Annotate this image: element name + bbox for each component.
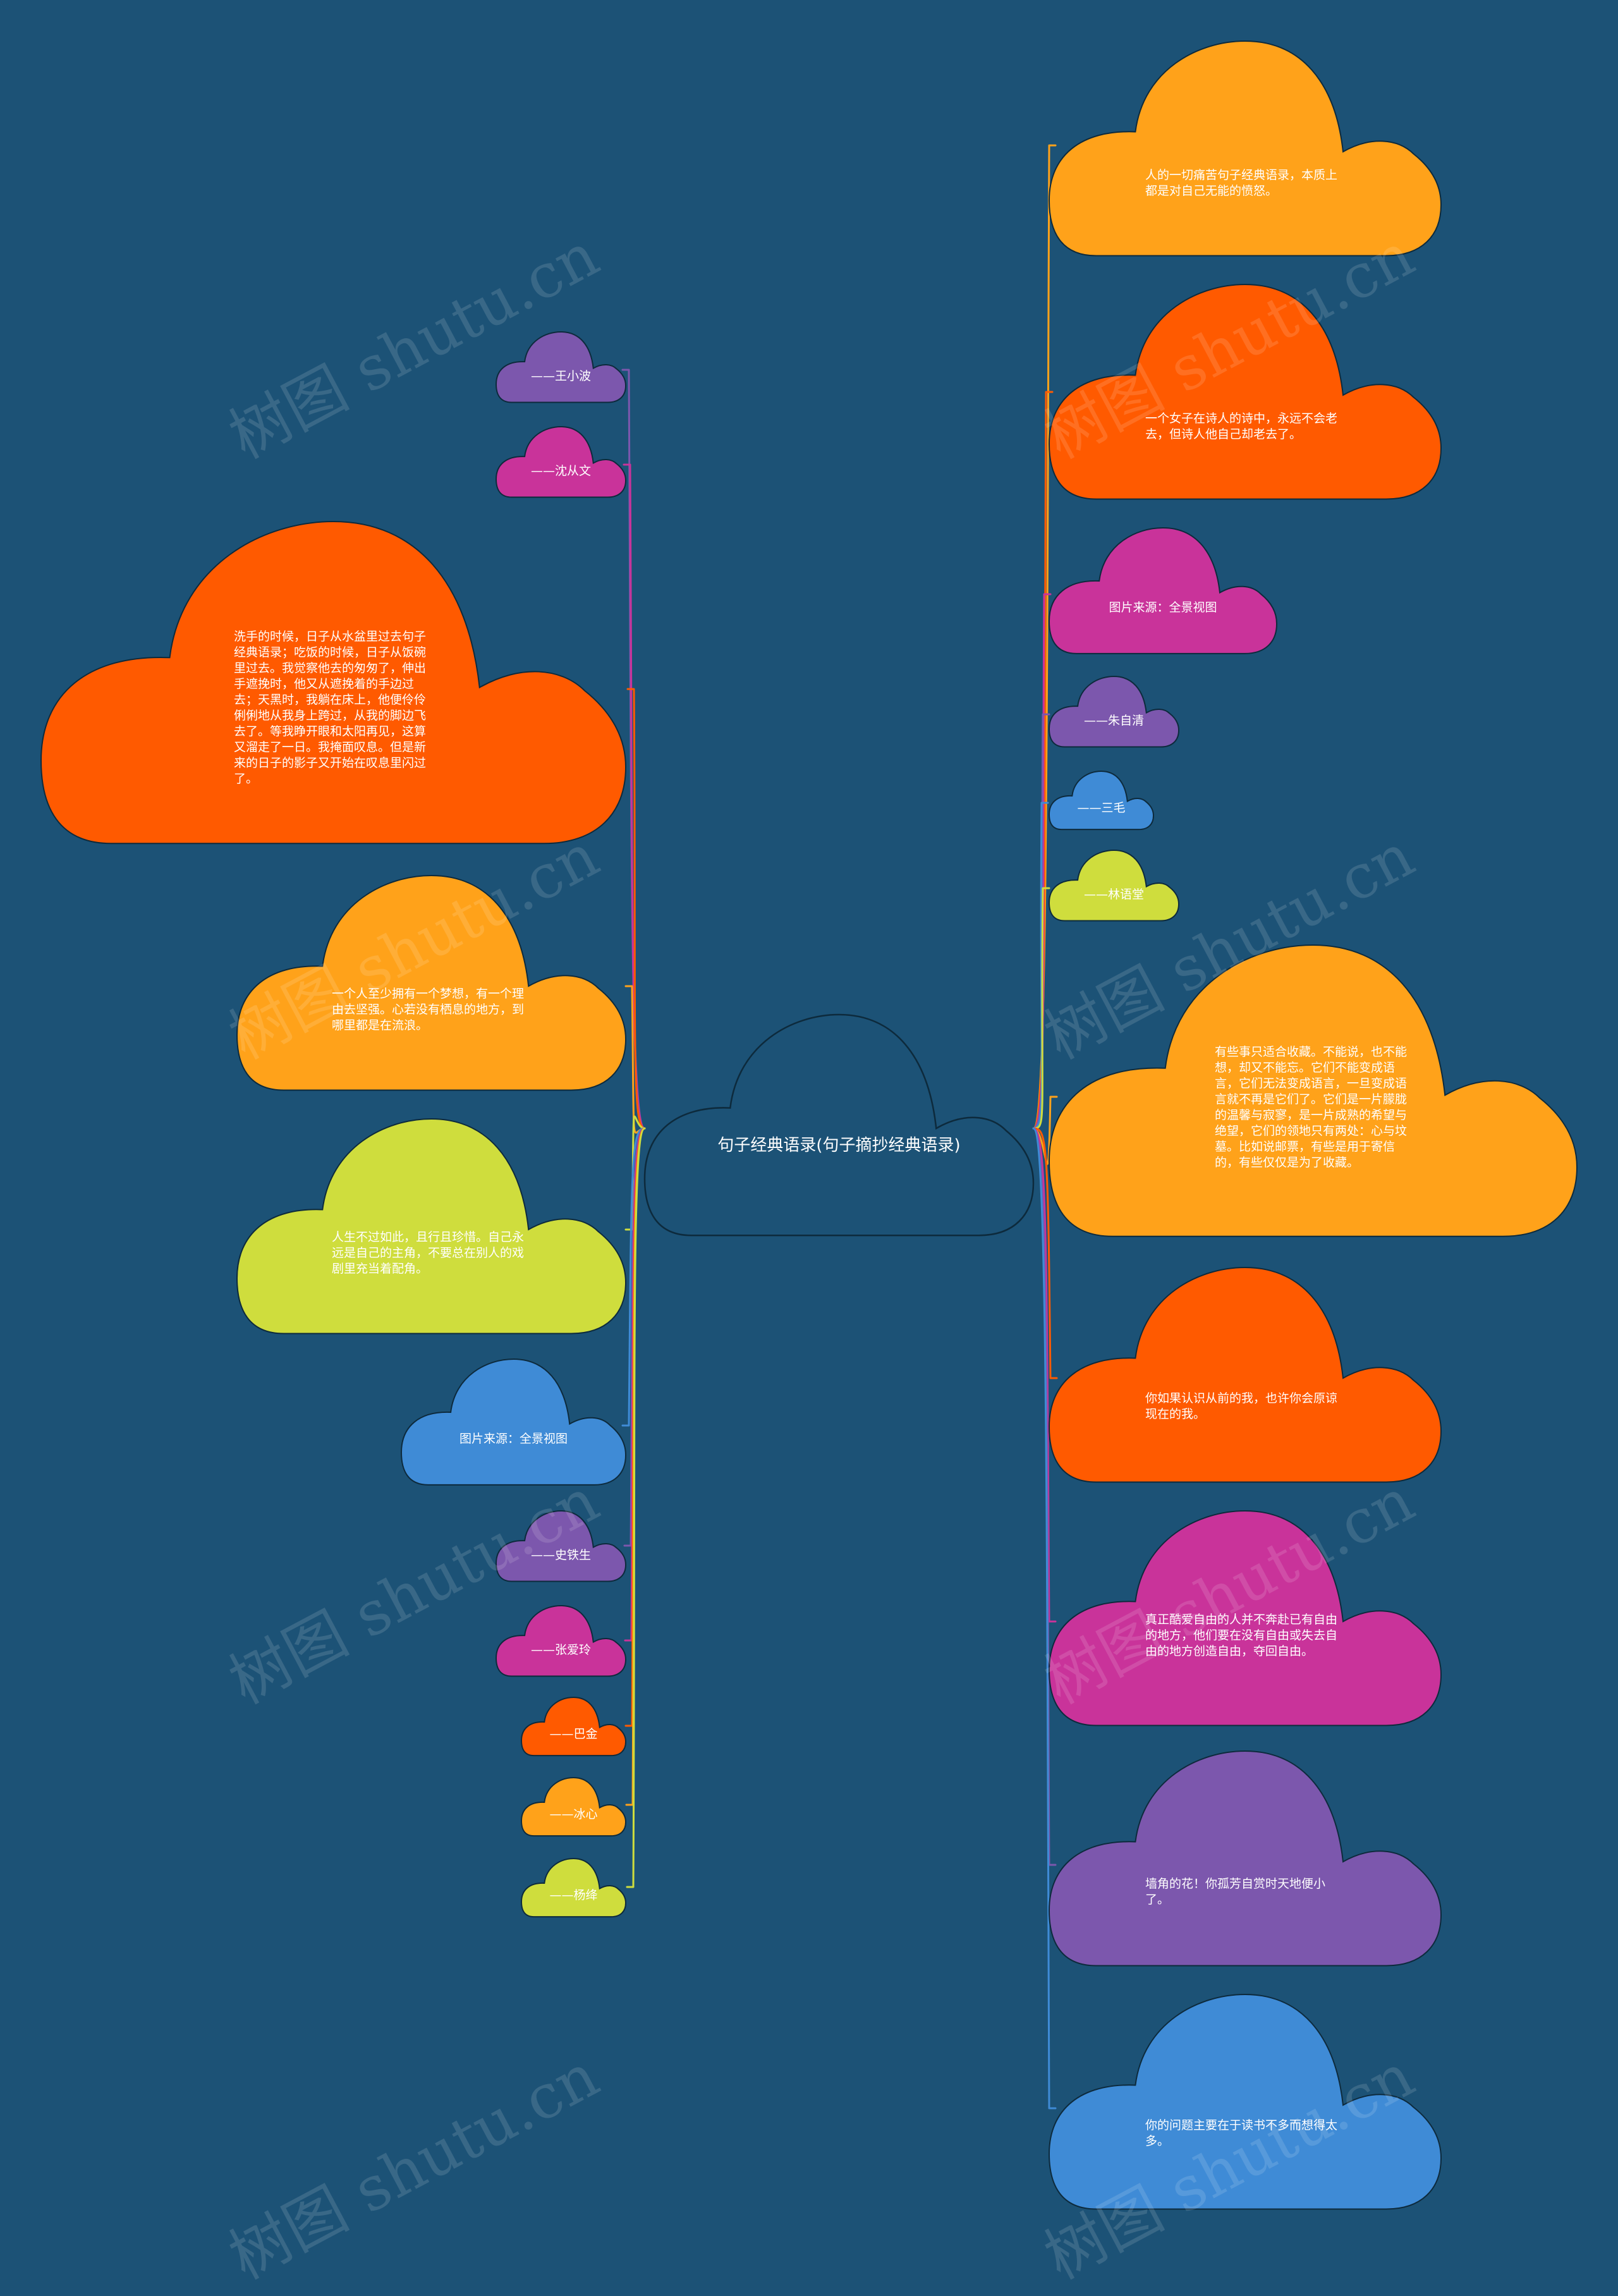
central-topic[interactable]: 句子经典语录(句子摘抄经典语录) <box>643 1013 1035 1242</box>
node-text: 一个人至少拥有一个梦想，有一个理由去坚强。心若没有栖息的地方，到哪里都是在流浪。 <box>332 987 525 1032</box>
cloud-shape <box>236 1118 627 1334</box>
node-text: 洗手的时候，日子从水盆里过去句子经典语录；吃饭的时候，日子从饭碗里过去。我觉察他… <box>234 630 427 786</box>
node-text: ——王小波 <box>530 369 591 384</box>
node-text: 你的问题主要在于读书不多而想得太多。 <box>1145 2118 1338 2148</box>
node-text: 你如果认识从前的我，也许你会原谅现在的我。 <box>1145 1391 1338 1421</box>
node-text: 人的一切痛苦句子经典语录，本质上都是对自己无能的愤怒。 <box>1145 168 1338 198</box>
cloud-shape <box>1048 527 1278 654</box>
right-node-r10[interactable]: 墙角的花！你孤芳自赏时天地便小了。 <box>1048 1750 1442 1972</box>
cloud-shape <box>1048 1993 1442 2210</box>
left-node-l8[interactable]: ——张爱玲 <box>495 1604 627 1678</box>
node-text: 图片来源：全景视图 <box>459 1432 568 1446</box>
node-text: ——张爱玲 <box>530 1643 591 1658</box>
cloud-shape <box>495 425 627 498</box>
left-node-l2[interactable]: ——沈从文 <box>495 425 627 499</box>
node-text: 人生不过如此，且行且珍惜。自己永远是自己的主角，不要总在别人的戏剧里充当着配角。 <box>332 1230 525 1276</box>
left-node-l4[interactable]: 一个人至少拥有一个梦想，有一个理由去坚强。心若没有栖息的地方，到哪里都是在流浪。 <box>236 874 627 1097</box>
cloud-shape <box>1048 944 1578 1237</box>
connector-r6 <box>1032 887 1050 1130</box>
cloud-shape <box>1048 1750 1442 1967</box>
right-node-r3[interactable]: 图片来源：全景视图 <box>1048 527 1278 657</box>
node-text: 墙角的花！你孤芳自赏时天地便小了。 <box>1145 1877 1326 1907</box>
node-text: ——林语堂 <box>1083 888 1144 902</box>
node-text: ——沈从文 <box>530 464 591 479</box>
left-node-l1[interactable]: ——王小波 <box>495 331 627 405</box>
node-text: 真正酷爱自由的人并不奔赴已有自由的地方，他们要在没有自由或失去自由的地方创造自由… <box>1145 1613 1338 1658</box>
node-text: ——三毛 <box>1077 800 1126 815</box>
node-text: 一个女子在诗人的诗中，永远不会老去，但诗人他自己却老去了。 <box>1145 412 1338 441</box>
cloud-shape <box>1048 283 1442 500</box>
cloud-shape <box>643 1013 1035 1237</box>
cloud-shape <box>520 1696 627 1757</box>
cloud-shape <box>236 874 627 1091</box>
cloud-shape <box>520 1857 627 1918</box>
connector-r11 <box>1032 1127 1057 2110</box>
node-text: ——杨绛 <box>549 1888 598 1902</box>
cloud-shape <box>40 520 627 845</box>
node-text: ——巴金 <box>549 1726 598 1741</box>
cloud-shape <box>495 331 627 403</box>
connector-l11 <box>626 1127 646 1888</box>
node-text: ——朱自清 <box>1083 714 1144 728</box>
cloud-shape <box>400 1358 627 1486</box>
cloud-shape <box>1048 849 1180 922</box>
cloud-shape <box>1048 1510 1442 1726</box>
right-node-r5[interactable]: ——三毛 <box>1048 770 1155 831</box>
cloud-shape <box>495 1510 627 1582</box>
cloud-shape <box>495 1604 627 1677</box>
cloud-shape <box>1048 1266 1442 1483</box>
left-node-l11[interactable]: ——杨绛 <box>520 1857 627 1919</box>
left-node-l5[interactable]: 人生不过如此，且行且珍惜。自己永远是自己的主角，不要总在别人的戏剧里充当着配角。 <box>236 1118 627 1340</box>
node-text: ——冰心 <box>549 1807 598 1821</box>
right-node-r9[interactable]: 真正酷爱自由的人并不奔赴已有自由的地方，他们要在没有自由或失去自由的地方创造自由… <box>1048 1510 1442 1732</box>
left-node-l3[interactable]: 洗手的时候，日子从水盆里过去句子经典语录；吃饭的时候，日子从饭碗里过去。我觉察他… <box>40 520 627 853</box>
right-node-r11[interactable]: 你的问题主要在于读书不多而想得太多。 <box>1048 1993 1442 2216</box>
connector-l6 <box>621 1127 646 1427</box>
connector-r8 <box>1032 1127 1058 1379</box>
cloud-shape <box>1048 770 1155 831</box>
right-node-r1[interactable]: 人的一切痛苦句子经典语录，本质上都是对自己无能的愤怒。 <box>1048 40 1442 262</box>
node-text: 有些事只适合收藏。不能说，也不能想，却又不能忘。它们不能变成语言，它们无法变成语… <box>1215 1045 1408 1169</box>
node-text: ——史铁生 <box>530 1548 591 1563</box>
right-node-r7[interactable]: 有些事只适合收藏。不能说，也不能想，却又不能忘。它们不能变成语言，它们无法变成语… <box>1048 944 1578 1245</box>
right-node-r8[interactable]: 你如果认识从前的我，也许你会原谅现在的我。 <box>1048 1266 1442 1489</box>
left-node-l7[interactable]: ——史铁生 <box>495 1510 627 1584</box>
right-node-r2[interactable]: 一个女子在诗人的诗中，永远不会老去，但诗人他自己却老去了。 <box>1048 283 1442 506</box>
right-node-r4[interactable]: ——朱自清 <box>1048 675 1180 749</box>
left-node-l9[interactable]: ——巴金 <box>520 1696 627 1757</box>
left-node-l10[interactable]: ——冰心 <box>520 1776 627 1838</box>
cloud-shape <box>1048 675 1180 748</box>
connector-l3 <box>626 688 646 1130</box>
right-node-r6[interactable]: ——林语堂 <box>1048 849 1180 923</box>
cloud-shape <box>1048 40 1442 257</box>
node-text: 图片来源：全景视图 <box>1109 601 1217 615</box>
left-node-l6[interactable]: 图片来源：全景视图 <box>400 1358 627 1489</box>
central-topic-text: 句子经典语录(句子摘抄经典语录) <box>717 1136 961 1155</box>
connector-l2 <box>623 463 646 1130</box>
connector-r9 <box>1032 1127 1057 1623</box>
cloud-shape <box>520 1776 627 1837</box>
